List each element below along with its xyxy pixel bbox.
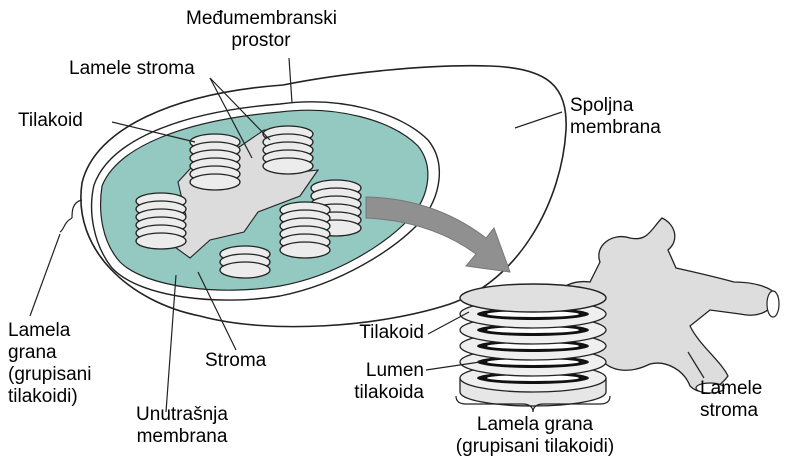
label-thylakoid-left: Tilakoid [18,110,83,132]
magnified-disc-top [460,284,606,312]
label-stroma-lamellae-right: Lamele stroma [700,378,762,422]
label-stroma: Stroma [205,350,266,372]
label-intermembrane-space: Međumembranski prostor [186,8,336,52]
label-thylakoid-right: Tilakoid [314,322,424,344]
label-stroma-lamellae-top: Lamele stroma [69,58,195,80]
label-inner-membrane: Unutrašnja membrana [122,404,242,448]
label-thylakoid-lumen: Lumen tilakoida [314,360,424,404]
lamella-opening-right [767,291,779,317]
magnified-granum [460,284,606,406]
label-outer-membrane: Spoljna membrana [570,95,661,139]
label-granum-bottom: Lamela grana (grupisani tilakoidi) [430,414,640,458]
label-granum-left: Lamela grana (grupisani tilakoidi) [8,320,91,408]
